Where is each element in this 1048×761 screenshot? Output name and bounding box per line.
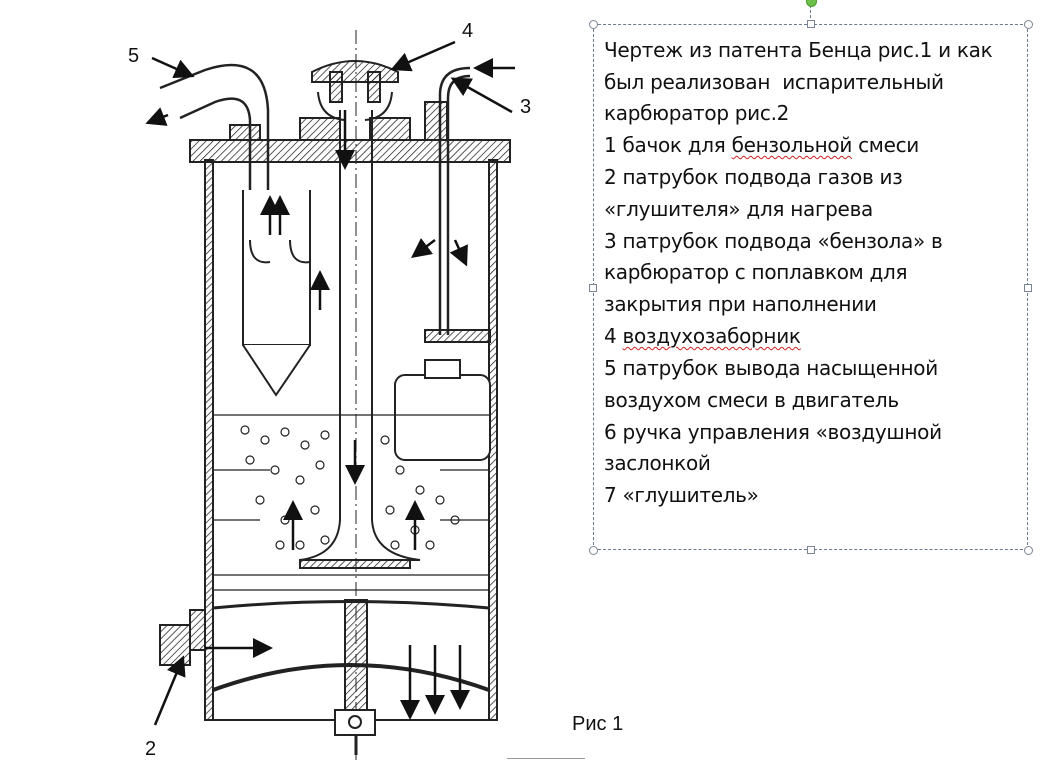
text-line: 2 патрубок подвода газов из [604, 165, 903, 189]
text-line: заслонкой [604, 451, 711, 475]
air-intake-cap [311, 60, 399, 83]
figure-caption: Рис 1 [572, 713, 624, 735]
resize-handle-top-right[interactable] [1024, 20, 1033, 29]
callout-label-5: 5 [128, 45, 140, 67]
resize-handle-bottom-left[interactable] [589, 546, 598, 555]
text-line: «глушителя» для нагрева [604, 197, 874, 221]
misspelled-word[interactable]: воздухозаборник [622, 324, 801, 348]
text-segment: 1 бачок для [604, 133, 732, 157]
arrow-4-pointer [390, 40, 456, 72]
resize-handle-right[interactable] [1024, 284, 1032, 292]
text-segment: смеси [852, 133, 919, 157]
text-line: карбюратор с поплавком для [604, 260, 908, 284]
callout-label-3: 3 [520, 96, 532, 118]
text-line: 4 воздухозаборник [604, 324, 801, 348]
text-line: 7 «глушитель» [604, 483, 759, 507]
text-line: закрытия при наполнении [604, 292, 877, 316]
resize-handle-bottom-right[interactable] [1024, 546, 1033, 555]
text-line: 5 патрубок вывода насыщенной [604, 356, 938, 380]
text-segment: 4 [604, 324, 623, 348]
resize-handle-top[interactable] [807, 20, 815, 28]
text-line: карбюратор рис.2 [604, 101, 790, 125]
outlet-pipe [159, 63, 270, 190]
top-flange [189, 139, 511, 163]
divider [507, 758, 585, 759]
carburetor-patent-drawing [145, 30, 515, 760]
vessel-left-wall [204, 159, 214, 721]
resize-handle-top-left[interactable] [589, 20, 598, 29]
text-line: 1 бачок для бензольной смеси [604, 133, 919, 157]
callout-label-2: 2 [145, 738, 157, 760]
text-line: Чертеж из патента Бенца рис.1 и как [604, 38, 993, 62]
misspelled-word[interactable]: бензольной [731, 133, 853, 157]
text-line: был реализован испарительный [604, 70, 944, 94]
text-line: воздухом смеси в двигатель [604, 388, 899, 412]
rotate-handle[interactable] [806, 0, 817, 7]
resize-handle-left[interactable] [589, 284, 597, 292]
resize-handle-bottom[interactable] [807, 546, 815, 554]
text-line: 3 патрубок подвода «бензола» в [604, 229, 943, 253]
arrow-3-pointer [450, 77, 513, 114]
exhaust-inlet-pipe [159, 624, 191, 666]
text-line: 6 ручка управления «воздушной [604, 420, 942, 444]
float [394, 374, 491, 461]
callout-label-4: 4 [462, 20, 474, 42]
arrow-2-pointer [153, 655, 186, 726]
arrow-5-pointer [151, 56, 195, 79]
rotate-handle-line [810, 5, 811, 23]
